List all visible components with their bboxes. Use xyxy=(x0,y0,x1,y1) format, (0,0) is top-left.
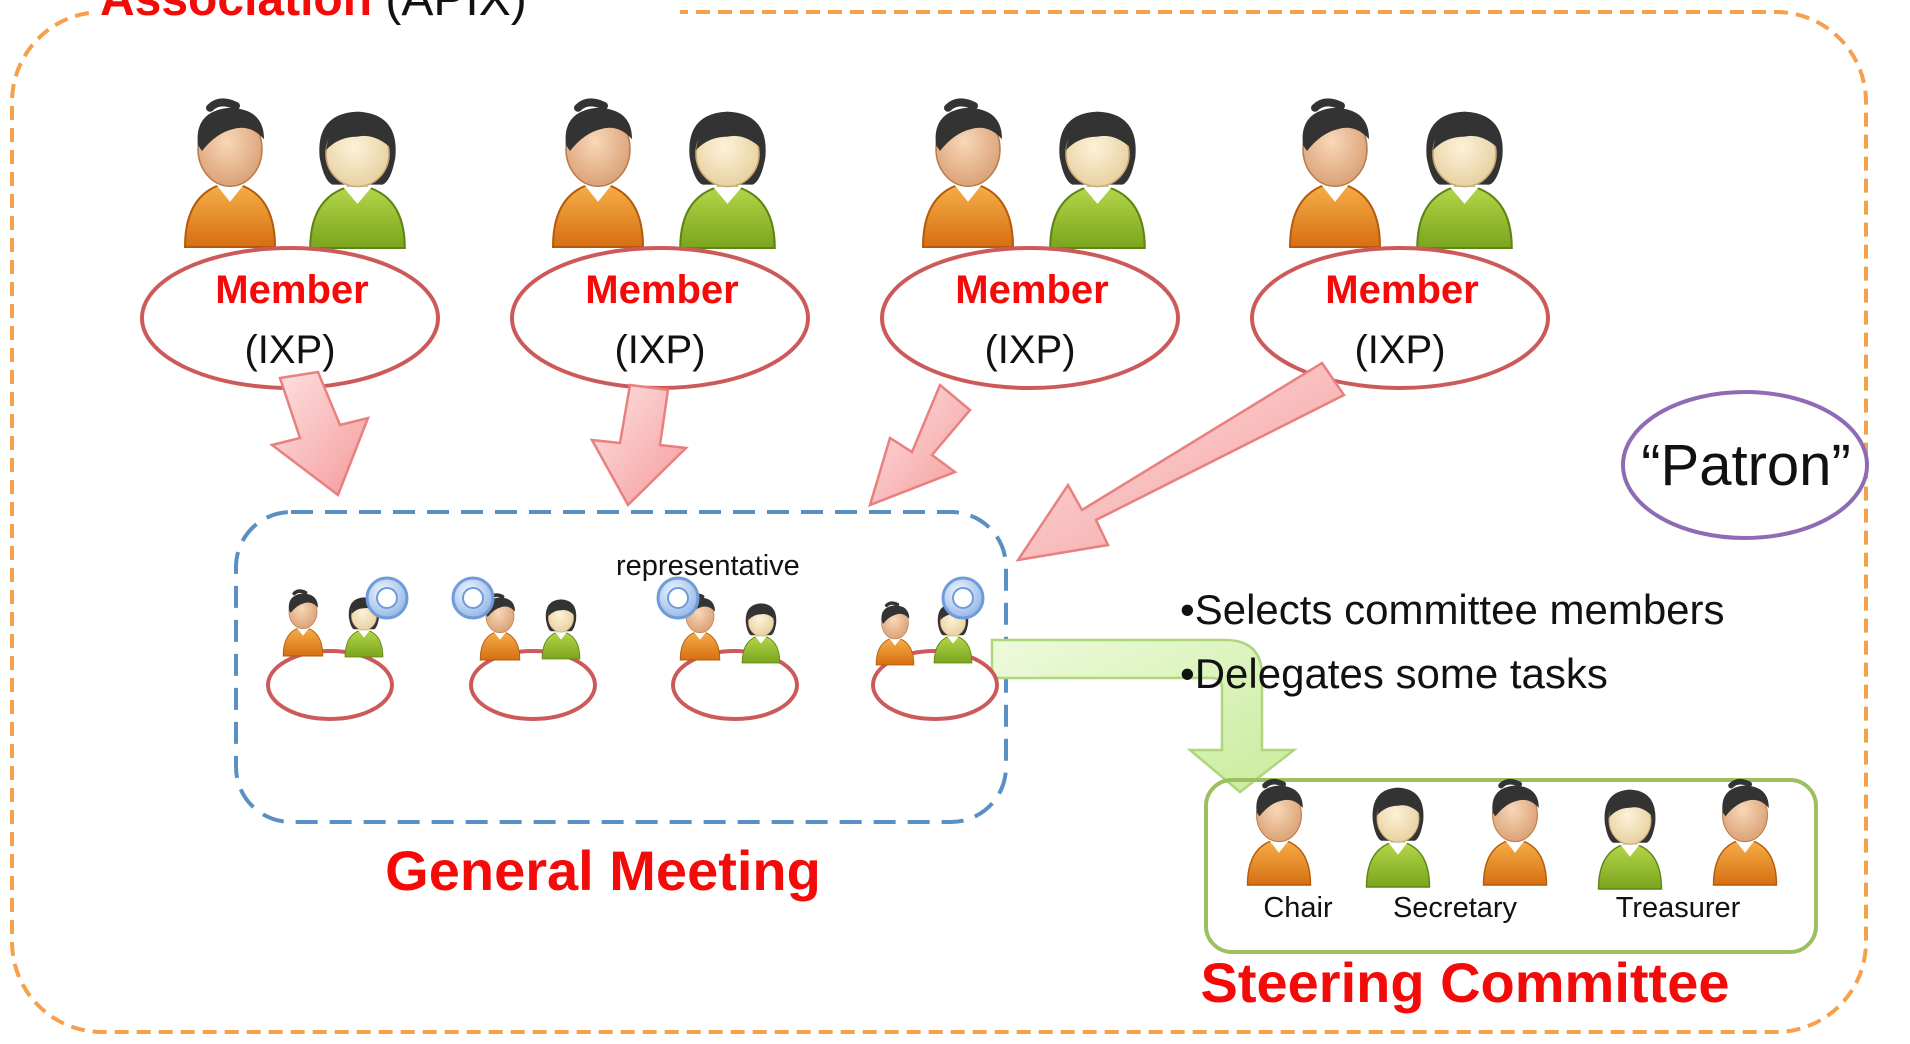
person-female-green-icon xyxy=(679,110,776,250)
role-secretary: Secretary xyxy=(1392,892,1518,924)
member-label-4: Member xyxy=(1325,268,1479,312)
person-male-orange-icon xyxy=(553,102,643,247)
person-female-green-icon xyxy=(1597,788,1663,890)
arrow-member-2 xyxy=(589,383,689,508)
association-title-main: Association xyxy=(100,0,372,26)
delegation-bullet-1: •Selects committee members xyxy=(1180,586,1725,633)
member-label-1: Member xyxy=(215,268,369,312)
representative-ring-icon xyxy=(365,576,409,620)
person-female-green-icon xyxy=(541,598,581,660)
association-title-suffix: (APIX) xyxy=(385,0,526,26)
member-group-2-icons xyxy=(553,102,776,250)
member-ellipse-4 xyxy=(1250,246,1550,390)
person-male-orange-icon xyxy=(1714,782,1777,885)
member-group-3-icons xyxy=(923,102,1146,250)
person-male-orange-icon xyxy=(923,102,1013,247)
representative-label: representative xyxy=(616,550,800,582)
person-female-green-icon xyxy=(741,602,781,664)
arrow-member-4 xyxy=(1015,361,1346,562)
association-title: Association (APIX) xyxy=(100,0,527,27)
member-group-4-icons xyxy=(1290,102,1513,250)
person-male-orange-icon xyxy=(281,589,325,658)
member-to-meeting-arrows xyxy=(269,361,1346,562)
role-treasurer: Treasurer xyxy=(1615,892,1741,924)
person-male-orange-icon xyxy=(1290,102,1380,247)
person-male-orange-icon xyxy=(1248,782,1311,885)
member-sub-1: (IXP) xyxy=(244,328,336,372)
meeting-member-2 xyxy=(451,576,597,721)
patron-ellipse xyxy=(1621,390,1869,540)
representative-ring-icon xyxy=(941,576,985,620)
meeting-member-3 xyxy=(656,576,799,721)
representative-ring-icon xyxy=(451,576,495,620)
person-female-green-icon xyxy=(1049,110,1146,250)
steering-committee-title: Steering Committee xyxy=(1200,951,1730,1014)
member-sub-4: (IXP) xyxy=(1354,328,1446,372)
patron-label: “Patron” xyxy=(1641,433,1851,498)
representative-ring-icon xyxy=(656,576,700,620)
person-male-orange-icon xyxy=(1484,782,1547,885)
member-group-1-icons xyxy=(185,102,406,250)
person-female-green-icon xyxy=(309,110,406,250)
member-sub-3: (IXP) xyxy=(984,328,1076,372)
person-female-green-icon xyxy=(1416,110,1513,250)
arrow-member-3 xyxy=(868,382,972,508)
member-label-3: Member xyxy=(955,268,1109,312)
general-meeting-title: General Meeting xyxy=(385,839,821,902)
meeting-member-1 xyxy=(266,576,409,721)
person-male-orange-icon xyxy=(874,601,916,667)
association-border xyxy=(10,10,1868,1034)
person-male-orange-icon xyxy=(185,102,275,247)
person-female-green-icon xyxy=(1365,786,1431,888)
role-chair: Chair xyxy=(1263,892,1333,924)
member-sub-2: (IXP) xyxy=(614,328,706,372)
delegation-bullet-2: •Delegates some tasks xyxy=(1180,650,1608,697)
general-meeting-border xyxy=(234,510,1008,824)
delegation-arrow xyxy=(990,638,1298,794)
member-ellipse-3 xyxy=(880,246,1180,390)
meeting-member-4 xyxy=(871,576,999,721)
steering-committee-people xyxy=(1248,782,1777,890)
arrow-member-1 xyxy=(269,370,371,497)
member-label-2: Member xyxy=(585,268,739,312)
